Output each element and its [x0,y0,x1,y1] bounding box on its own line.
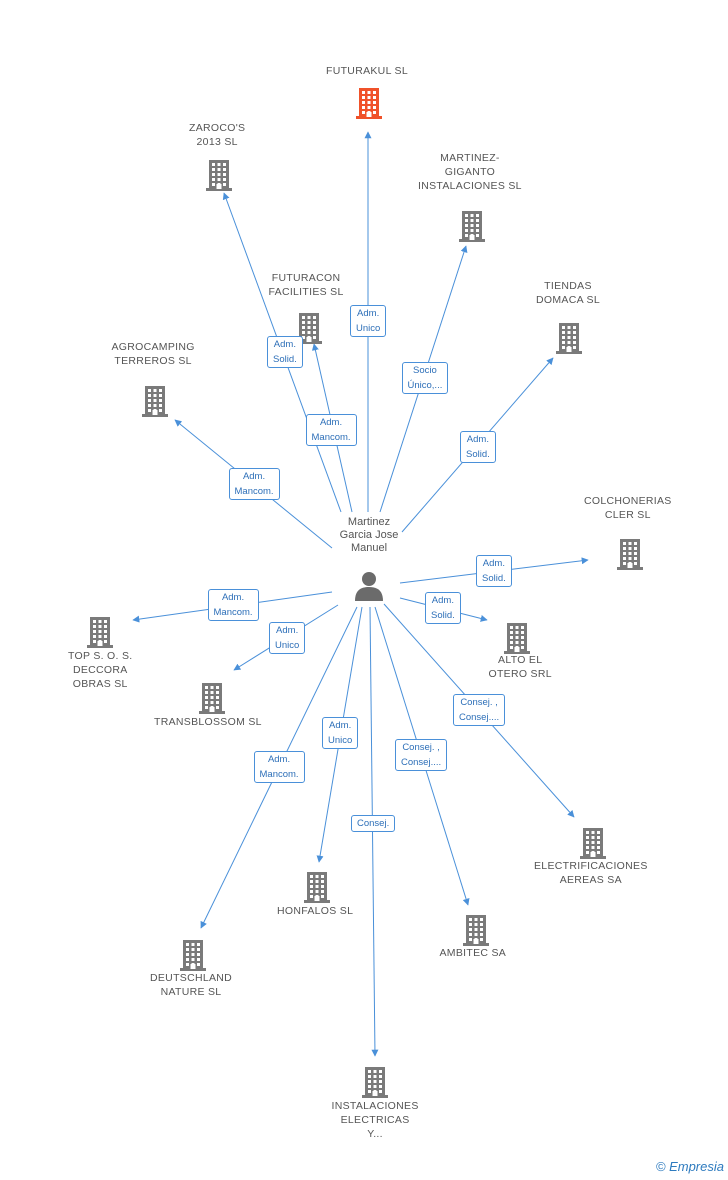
company-node-honfalos[interactable] [304,871,330,903]
company-node-colchonerias[interactable] [617,538,643,570]
company-name: ALTO EL OTERO SRL [488,654,552,680]
company-name: HONFALOS SL [277,905,354,917]
company-name: AGROCAMPING TERREROS SL [111,341,195,367]
company-node-zarocos[interactable] [206,159,232,191]
company-label-agrocamping[interactable]: AGROCAMPING TERREROS SL [112,340,195,368]
company-label-futuracon[interactable]: FUTURACON FACILITIES SL [269,271,344,299]
edge-label-alto[interactable]: Adm. Solid. [425,592,461,624]
company-label-instalaciones[interactable]: INSTALACIONES ELECTRICAS Y... [332,1099,419,1141]
edge-label-instalaciones[interactable]: Consej. [351,814,396,832]
company-node-futuracon[interactable] [296,312,322,344]
center-person-name[interactable]: Martinez Garcia Jose Manuel [339,516,399,554]
building-icon [617,539,643,570]
company-node-tops[interactable] [87,616,113,648]
edge-label-deutschland[interactable]: Adm. Mancom. [253,751,305,783]
edge-label-colchonerias[interactable]: Adm. Solid. [476,555,512,587]
company-label-martinez-giganto[interactable]: MARTINEZ- GIGANTO INSTALACIONES SL [418,151,522,193]
company-label-alto[interactable]: ALTO EL OTERO SRL [489,653,552,681]
company-node-electrificaciones[interactable] [580,827,606,859]
company-name: MARTINEZ- GIGANTO INSTALACIONES SL [418,152,522,192]
copyright-icon: © [655,1159,666,1174]
company-label-tiendas[interactable]: TIENDAS DOMACA SL [536,279,600,307]
edge-instalaciones [369,606,379,1057]
company-name: INSTALACIONES ELECTRICAS Y... [331,1100,419,1140]
company-label-ambitec[interactable]: AMBITEC SA [440,946,507,960]
footer-brand: © Empresia [656,1159,724,1174]
company-label-deutschland[interactable]: DEUTSCHLAND NATURE SL [150,971,232,999]
company-name: ZAROCO'S 2013 SL [189,122,246,148]
company-name: COLCHONERIAS CLER SL [584,495,672,521]
company-name: TRANSBLOSSOM SL [154,716,262,728]
company-name: FUTURACON FACILITIES SL [268,272,344,298]
company-label-colchonerias[interactable]: COLCHONERIAS CLER SL [584,494,672,522]
building-icon [87,617,113,648]
building-icon [206,160,232,191]
edge-label-tops[interactable]: Adm. Mancom. [207,589,259,621]
company-node-tiendas[interactable] [556,322,582,354]
edge-label-futurakul[interactable]: Adm. Unico [350,305,387,337]
company-node-deutschland[interactable] [180,939,206,971]
company-node-martinez-giganto[interactable] [459,210,485,242]
company-label-electrificaciones[interactable]: ELECTRIFICACIONES AEREAS SA [534,859,648,887]
company-name: TIENDAS DOMACA SL [536,280,600,306]
company-label-futurakul[interactable]: FUTURAKUL SL [326,64,408,78]
building-icon [459,211,485,242]
edge-label-futuracon[interactable]: Adm. Mancom. [305,414,357,446]
edge-label-ambitec[interactable]: Consej. , Consej.... [395,739,448,771]
edge-label-electrificaciones[interactable]: Consej. , Consej.... [453,694,506,726]
edge-label-honfalos[interactable]: Adm. Unico [322,717,359,749]
building-icon [504,623,530,654]
building-icon [362,1067,388,1098]
edge-label-zarocos[interactable]: Adm. Solid. [267,336,303,368]
building-icon [142,386,168,417]
building-icon [304,872,330,903]
brand-name: Empresia [669,1159,724,1174]
company-label-tops[interactable]: TOP S. O. S. DECCORA OBRAS SL [68,649,132,691]
building-icon [463,915,489,946]
company-node-transblossom[interactable] [199,682,225,714]
building-icon [180,940,206,971]
company-node-futurakul[interactable] [356,87,382,119]
edge-label-tiendas[interactable]: Adm. Solid. [460,431,496,463]
building-icon [580,828,606,859]
company-name: ELECTRIFICACIONES AEREAS SA [534,860,648,886]
company-name: AMBITEC SA [439,947,507,959]
person-icon[interactable] [354,570,384,602]
edge-label-transblossom[interactable]: Adm. Unico [269,622,306,654]
company-node-ambitec[interactable] [463,914,489,946]
edge-label-agrocamping[interactable]: Adm. Mancom. [228,468,280,500]
building-icon [556,323,582,354]
company-name: TOP S. O. S. DECCORA OBRAS SL [68,650,133,690]
company-label-transblossom[interactable]: TRANSBLOSSOM SL [154,715,262,729]
edge-label-martinez-giganto[interactable]: Socio Único,... [401,362,449,394]
company-name: FUTURAKUL SL [326,65,408,77]
building-icon [199,683,225,714]
company-label-zarocos[interactable]: ZAROCO'S 2013 SL [189,121,245,149]
company-label-honfalos[interactable]: HONFALOS SL [277,904,353,918]
building-icon [296,313,322,344]
company-node-alto[interactable] [504,622,530,654]
company-node-instalaciones[interactable] [362,1066,388,1098]
company-name: DEUTSCHLAND NATURE SL [150,972,233,998]
building-icon [356,88,382,119]
company-node-agrocamping[interactable] [142,385,168,417]
